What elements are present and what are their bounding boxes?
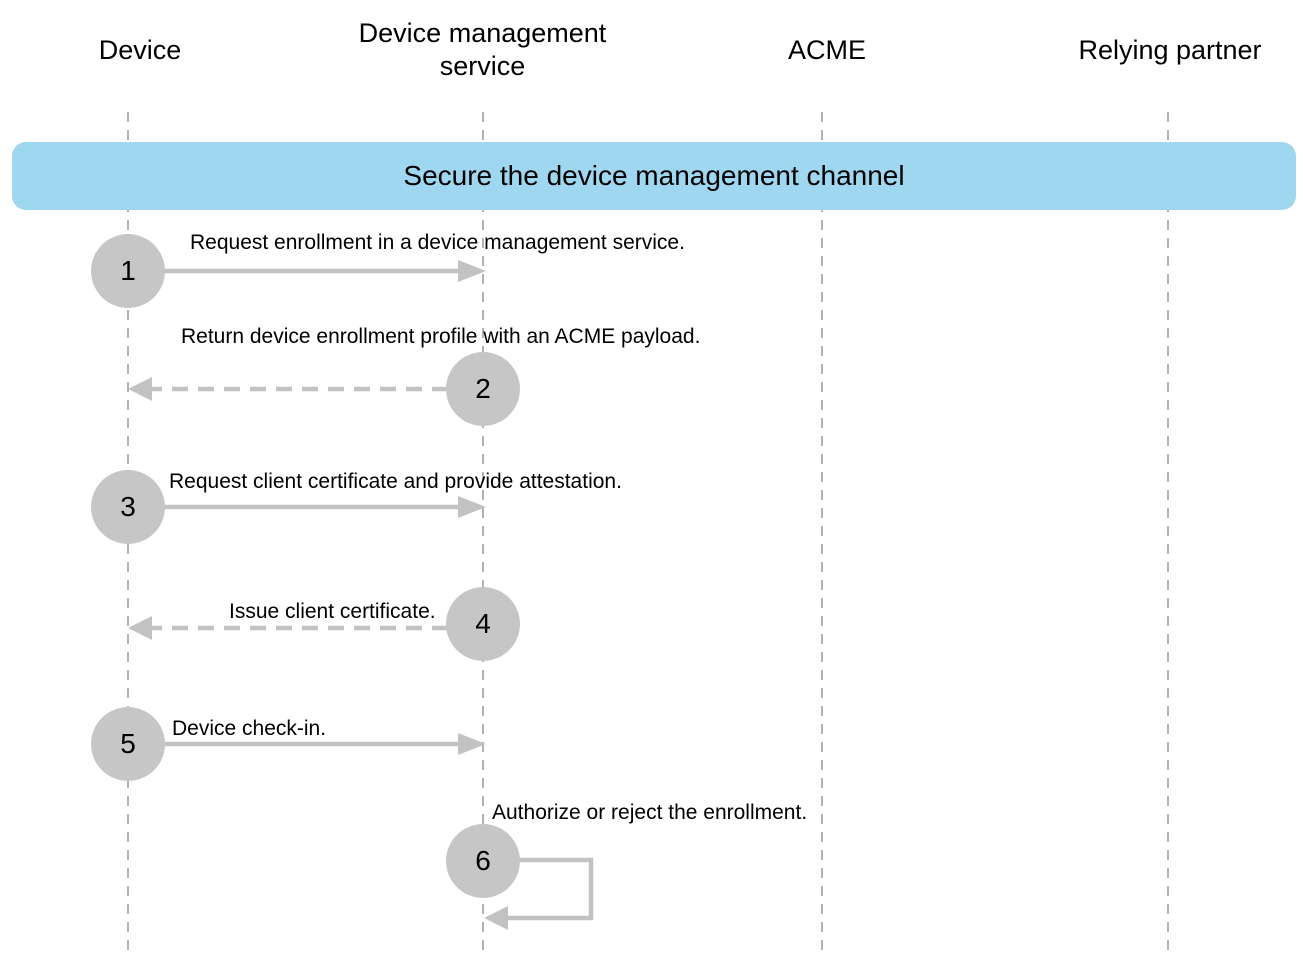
step-6-circle: 6 <box>446 824 520 898</box>
arrowhead-step-4 <box>128 616 152 640</box>
section-banner: Secure the device management channel <box>12 142 1296 210</box>
step-3-number: 3 <box>120 491 136 522</box>
arrowhead-step-1 <box>458 260 486 282</box>
arrowhead-step-5 <box>458 733 486 755</box>
step-1-circle: 1 <box>91 234 165 308</box>
step-4-label: Issue client certificate. <box>229 600 436 623</box>
banner-title: Secure the device management channel <box>403 160 905 191</box>
arrowhead-step-3 <box>458 496 486 518</box>
step-1-number: 1 <box>120 255 136 286</box>
step-6-number: 6 <box>475 845 491 876</box>
actor-dms-line2: service <box>439 51 526 81</box>
step-5-circle: 5 <box>91 707 165 781</box>
actor-dms-line1: Device management <box>358 18 607 48</box>
arrow-step-6 <box>506 857 594 921</box>
actor-relying-partner: Relying partner <box>1078 35 1262 65</box>
actor-device-management-service: Device management service <box>330 17 635 83</box>
arrowhead-step-6 <box>484 906 508 930</box>
step-2-number: 2 <box>475 373 491 404</box>
step-5-number: 5 <box>120 728 136 759</box>
step-4-circle: 4 <box>446 587 520 661</box>
step-3-circle: 3 <box>91 470 165 544</box>
actor-device: Device <box>98 35 182 65</box>
step-2-circle: 2 <box>446 352 520 426</box>
step-4-number: 4 <box>475 608 491 639</box>
step-3-label: Request client certificate and provide a… <box>169 470 622 493</box>
step-5-label: Device check-in. <box>172 717 327 740</box>
step-6-label: Authorize or reject the enrollment. <box>492 801 808 824</box>
actor-acme: ACME <box>787 35 866 65</box>
step-1-label: Request enrollment in a device managemen… <box>190 231 685 254</box>
arrowhead-step-2 <box>128 377 152 401</box>
step-2-label: Return device enrollment profile with an… <box>181 325 701 348</box>
